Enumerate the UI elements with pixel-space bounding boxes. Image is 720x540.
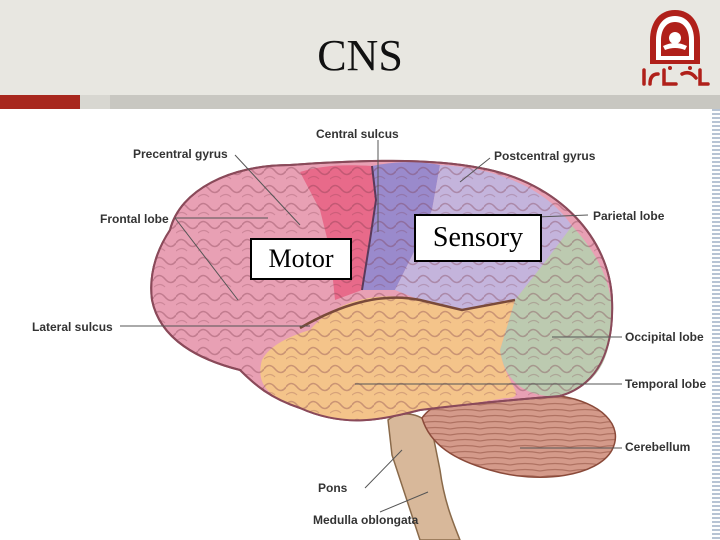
label-temporal-lobe: Temporal lobe: [625, 377, 707, 391]
title-rule-accent: [0, 95, 80, 109]
motor-callout: Motor: [250, 238, 352, 280]
sensory-callout: Sensory: [414, 214, 542, 262]
label-occipital-lobe: Occipital lobe: [625, 330, 704, 344]
slide-title: CNS: [317, 31, 403, 80]
label-precentral-gyrus: Precentral gyrus: [133, 147, 228, 161]
label-parietal-lobe: Parietal lobe: [593, 209, 665, 223]
label-central-sulcus: Central sulcus: [316, 127, 399, 141]
label-postcentral-gyrus: Postcentral gyrus: [494, 149, 596, 163]
brainstem: [387, 413, 461, 540]
label-lateral-sulcus: Lateral sulcus: [32, 320, 113, 334]
central-sulcus-line: [361, 165, 378, 291]
label-cerebellum: Cerebellum: [625, 440, 691, 454]
label-frontal-lobe: Frontal lobe: [100, 212, 169, 226]
label-pons: Pons: [318, 481, 348, 495]
label-medulla-oblongata: Medulla oblongata: [313, 513, 419, 527]
slide-header: [0, 0, 720, 95]
university-emblem-icon: [642, 10, 710, 86]
title-rule-accent-light: [80, 95, 110, 109]
right-edge-strip: [712, 109, 720, 540]
title-rule: [0, 95, 720, 109]
lateral-sulcus-line: [299, 296, 516, 330]
